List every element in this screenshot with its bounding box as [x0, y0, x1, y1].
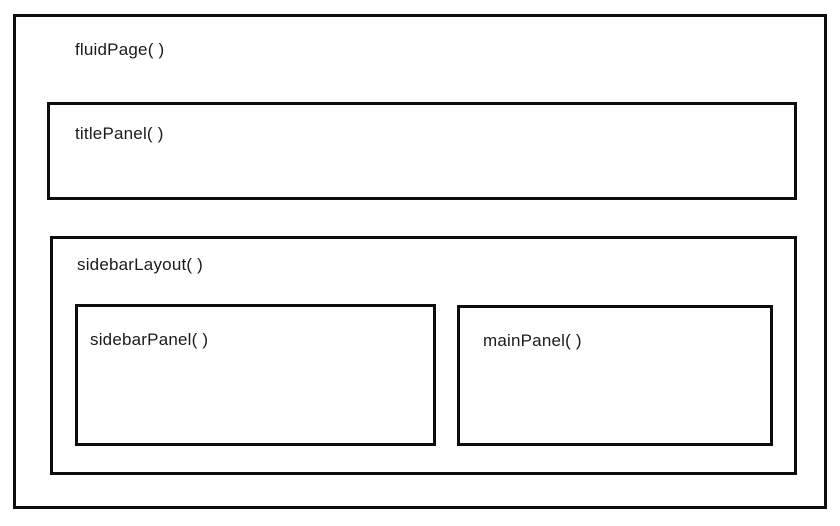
main-panel-box: mainPanel( ) [457, 305, 773, 446]
sidebar-panel-box: sidebarPanel( ) [75, 304, 436, 446]
fluid-page-box: fluidPage( ) titlePanel( ) sidebarLayout… [13, 14, 827, 509]
sidebar-layout-label: sidebarLayout( ) [77, 255, 204, 274]
title-panel-label: titlePanel( ) [75, 124, 164, 143]
fluid-page-label: fluidPage( ) [75, 40, 165, 59]
main-panel-label: mainPanel( ) [483, 331, 582, 350]
title-panel-box: titlePanel( ) [47, 102, 797, 200]
sidebar-layout-box: sidebarLayout( ) sidebarPanel( ) mainPan… [50, 236, 797, 475]
sidebar-panel-label: sidebarPanel( ) [90, 330, 209, 349]
